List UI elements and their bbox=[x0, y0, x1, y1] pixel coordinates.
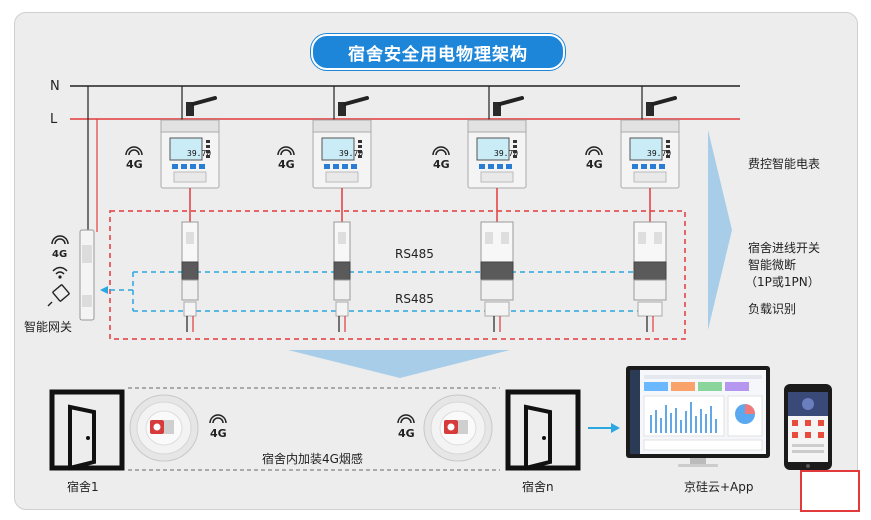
meter-unit-4: 39.70 4G bbox=[585, 86, 680, 332]
breaker-label-3: （1P或1PN） bbox=[745, 275, 820, 289]
svg-text:4G: 4G bbox=[210, 427, 227, 440]
meter-unit-1: 39.70 4G bbox=[125, 86, 220, 332]
live-line-label: L bbox=[50, 112, 58, 127]
smoke-detector-n bbox=[423, 394, 493, 462]
phone-app-icon bbox=[784, 384, 832, 470]
door-roomn-icon bbox=[505, 389, 581, 471]
meter-reading-1: 39.70 bbox=[187, 149, 211, 158]
ethernet-plug-icon bbox=[47, 284, 70, 307]
right-arrow bbox=[708, 130, 732, 330]
room1-label: 宿舍1 bbox=[67, 480, 99, 494]
neutral-line-label: N bbox=[50, 79, 60, 94]
gateway-label: 智能网关 bbox=[24, 320, 73, 334]
svg-text:4G: 4G bbox=[52, 249, 67, 260]
meter-4g-icon-3: 4G bbox=[432, 146, 450, 171]
breaker-label-2: 智能微断 bbox=[748, 258, 797, 272]
monitor-dashboard-icon bbox=[626, 366, 770, 467]
meter-reading-2: 39.70 bbox=[339, 149, 363, 158]
brand-logo bbox=[800, 470, 860, 512]
svg-text:4G: 4G bbox=[433, 158, 450, 171]
smoke-sensor-label: 宿舍内加装4G烟感 bbox=[262, 452, 363, 466]
load-label: 负载识别 bbox=[748, 302, 797, 316]
down-arrow bbox=[288, 350, 510, 378]
svg-text:4G: 4G bbox=[398, 427, 415, 440]
gateway-4g-icon: 4G bbox=[51, 235, 69, 260]
roomn-label: 宿舍n bbox=[522, 480, 554, 494]
smoke-detector-1 bbox=[129, 394, 199, 462]
meter-4g-icon-1: 4G bbox=[125, 146, 143, 171]
meter-unit-2: 39.70 4G bbox=[277, 86, 372, 332]
cloud-app-label: 京硅云+App bbox=[684, 480, 754, 494]
smart-breaker-2 bbox=[333, 221, 351, 317]
svg-text:4G: 4G bbox=[586, 158, 603, 171]
meter-4g-icon-4: 4G bbox=[585, 146, 603, 171]
smoke-4g-icon-1: 4G bbox=[209, 414, 227, 440]
wifi-icon bbox=[52, 266, 68, 279]
breaker-label-1: 宿舍进线开关 bbox=[748, 241, 821, 255]
smoke-4g-icon-n: 4G bbox=[397, 414, 415, 440]
meter-reading-4: 39.70 bbox=[647, 149, 671, 158]
smart-breaker-1 bbox=[181, 221, 199, 317]
smart-breaker-3 bbox=[480, 221, 514, 317]
meter-label: 费控智能电表 bbox=[748, 157, 821, 171]
breaker-dashed-box bbox=[109, 210, 686, 340]
meter-reading-3: 39.70 bbox=[494, 149, 518, 158]
smart-gateway-device bbox=[79, 229, 95, 321]
smart-breaker-4 bbox=[633, 221, 667, 317]
meter-unit-3: 39.70 4G bbox=[432, 86, 527, 332]
door-room1-icon bbox=[49, 389, 125, 471]
rs485-label-bottom: RS485 bbox=[395, 292, 434, 306]
svg-text:4G: 4G bbox=[126, 158, 143, 171]
svg-text:4G: 4G bbox=[278, 158, 295, 171]
meter-4g-icon-2: 4G bbox=[277, 146, 295, 171]
rs485-label-top: RS485 bbox=[395, 247, 434, 261]
page-title: 宿舍安全用电物理架构 bbox=[311, 34, 565, 70]
